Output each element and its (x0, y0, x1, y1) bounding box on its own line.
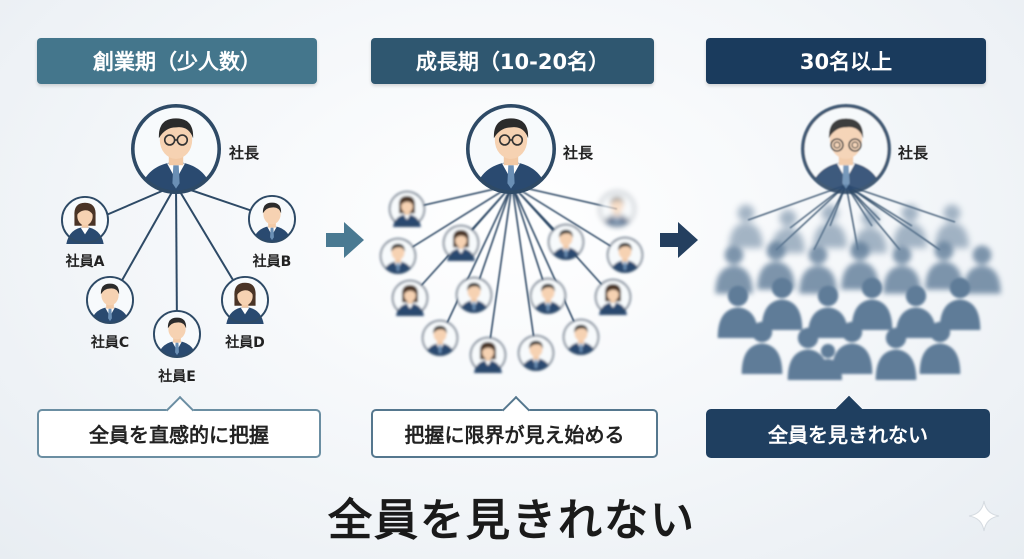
staff-a-avatar-icon (61, 196, 109, 244)
stage3-network: 社長 (715, 106, 1001, 380)
president-label: 社長 (562, 144, 594, 162)
caption-text: 全員を見きれない (768, 423, 928, 447)
caption-text: 把握に限界が見え始める (404, 423, 625, 447)
arrow-right-icon (660, 222, 698, 258)
sparkle-icon (968, 500, 1000, 532)
president-label: 社長 (228, 144, 260, 162)
staff-label: 社員A (65, 253, 105, 270)
caption-text: 全員を直感的に把握 (89, 423, 269, 447)
staff-label: 社員D (224, 334, 265, 351)
staff-label: 社員B (252, 253, 292, 270)
president-avatar-icon (133, 106, 219, 203)
stage-header-30plus: 30名以上 (706, 38, 986, 84)
president-avatar-icon (803, 106, 889, 203)
caption-startup: 全員を直感的に把握 (37, 395, 321, 458)
staff-b-avatar-icon (249, 196, 295, 248)
stage-header-startup: 創業期（少人数） (37, 38, 317, 84)
stage-header-growth: 成長期（10-20名） (371, 38, 654, 84)
staff-c-avatar-icon (87, 277, 133, 329)
stage2-network: 社長 (381, 106, 643, 373)
staff-label: 社員C (90, 334, 129, 351)
president-avatar-icon (468, 106, 554, 203)
arrow-right-icon (326, 222, 364, 258)
president-label: 社長 (897, 144, 929, 162)
stage1-network: 社長 社員A 社員B 社員C 社員D 社員E (61, 106, 295, 385)
caption-growth: 把握に限界が見え始める (371, 395, 658, 458)
headline: 全員を見きれない (328, 495, 696, 546)
staff-d-avatar-icon (221, 276, 269, 324)
caption-30plus: 全員を見きれない (706, 395, 990, 458)
staff-label: 社員E (157, 368, 196, 385)
staff-e-avatar-icon (154, 311, 200, 363)
